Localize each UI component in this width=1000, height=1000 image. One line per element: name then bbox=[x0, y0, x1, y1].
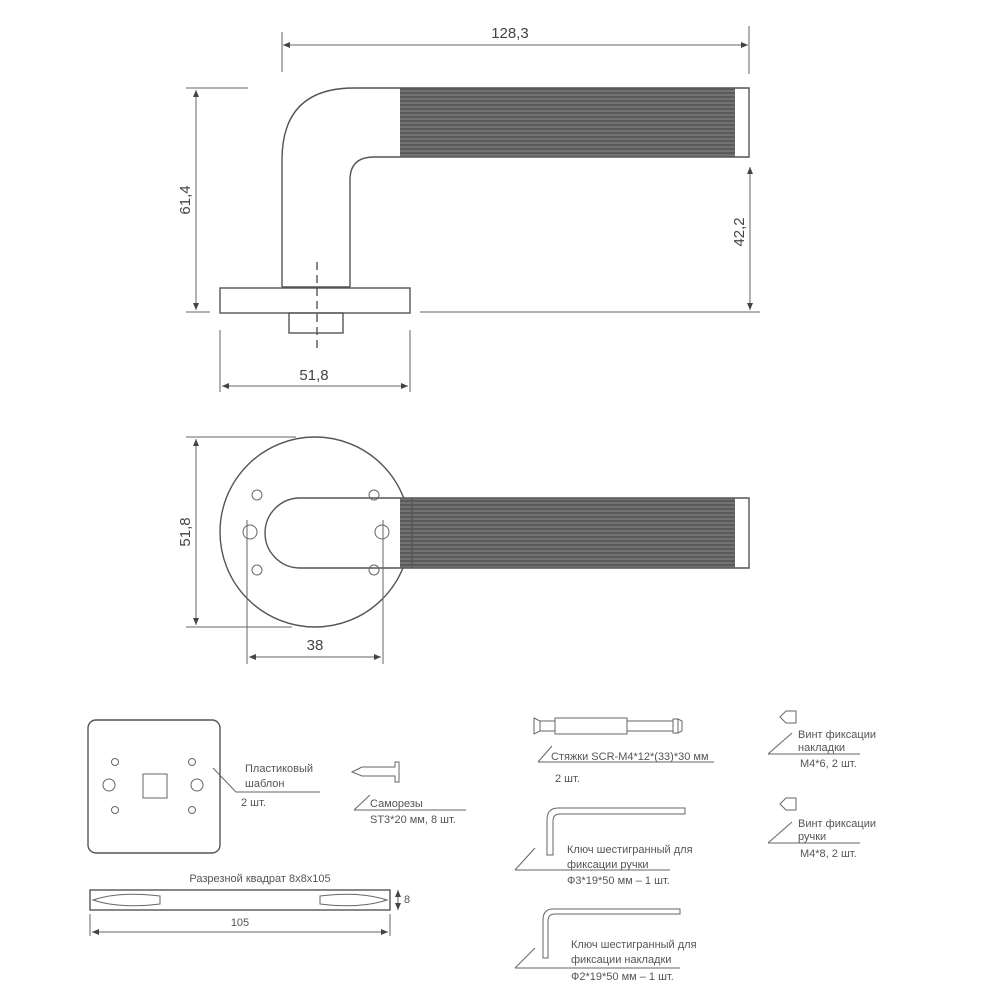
template-label-2: шаблон bbox=[245, 778, 284, 790]
screws-label: Саморезы bbox=[370, 798, 423, 810]
template-qty: 2 шт. bbox=[241, 797, 266, 809]
screws-spec: ST3*20 мм, 8 шт. bbox=[370, 814, 456, 826]
dim-label-38: 38 bbox=[307, 637, 324, 654]
bolts-label: Стяжки SCR-M4*12*(33)*30 мм bbox=[551, 751, 709, 763]
hex-key-small-label-1: Ключ шестигранный для bbox=[571, 939, 697, 951]
set-screw-rose-spec: М4*6, 2 шт. bbox=[800, 758, 857, 770]
spindle-height: 8 bbox=[404, 894, 410, 906]
knurled-grip bbox=[400, 88, 735, 157]
rose-circle bbox=[219, 436, 411, 628]
set-screw-handle-spec: М4*8, 2 шт. bbox=[800, 848, 857, 860]
hex-key-large-label-2: фиксации ручки bbox=[567, 859, 649, 871]
set-screw-rose: Винт фиксации накладки М4*6, 2 шт. bbox=[767, 710, 876, 770]
dim-overall-length: 128,3 bbox=[281, 25, 750, 74]
set-screw-handle-label-1: Винт фиксации bbox=[798, 818, 876, 830]
set-screw-rose-label-2: накладки bbox=[798, 742, 845, 754]
dim-rose-diameter-top: 51,8 bbox=[177, 436, 296, 628]
dim-rose-diameter-side: 51,8 bbox=[219, 330, 411, 392]
spindle-stub bbox=[288, 312, 344, 334]
lever-top-outline bbox=[264, 497, 750, 569]
split-spindle: Разрезной квадрат 8х8х105 8 105 bbox=[89, 873, 410, 936]
hex-key-small-spec: Ф2*19*50 мм – 1 шт. bbox=[571, 971, 674, 983]
side-view: 128,3 61,4 42,2 51,8 bbox=[177, 25, 760, 392]
plastic-template: Пластиковый шаблон 2 шт. bbox=[87, 719, 320, 854]
hex-key-small-label-2: фиксации накладки bbox=[571, 954, 671, 966]
dim-overall-height: 61,4 bbox=[177, 87, 248, 313]
lever-outline bbox=[281, 87, 750, 287]
hex-key-large-spec: Ф3*19*50 мм – 1 шт. bbox=[567, 875, 670, 887]
rose-holes bbox=[242, 489, 390, 576]
rose-side bbox=[219, 287, 411, 314]
dim-label-61: 61,4 bbox=[177, 185, 194, 214]
spindle-title: Разрезной квадрат 8х8х105 bbox=[189, 873, 330, 885]
set-screw-handle: Винт фиксации ручки М4*8, 2 шт. bbox=[767, 797, 876, 860]
dim-lever-height: 42,2 bbox=[420, 167, 760, 313]
spindle-length: 105 bbox=[231, 917, 249, 929]
knurled-grip-top bbox=[400, 498, 735, 568]
hex-key-small: Ключ шестигранный для фиксации накладки … bbox=[514, 908, 697, 983]
hex-key-large: Ключ шестигранный для фиксации ручки Ф3*… bbox=[514, 807, 693, 887]
top-view: 51,8 38 bbox=[177, 436, 750, 664]
template-label-1: Пластиковый bbox=[245, 763, 313, 775]
connecting-bolts: Стяжки SCR-M4*12*(33)*30 мм 2 шт. bbox=[533, 717, 714, 785]
dim-label-51-side: 51,8 bbox=[299, 367, 328, 384]
set-screw-handle-label-2: ручки bbox=[798, 831, 826, 843]
dim-hole-spacing: 38 bbox=[246, 520, 384, 664]
wood-screw: Саморезы ST3*20 мм, 8 шт. bbox=[350, 761, 466, 826]
dim-label-42: 42,2 bbox=[731, 217, 748, 246]
bolts-qty: 2 шт. bbox=[555, 773, 580, 785]
dim-label-128: 128,3 bbox=[491, 25, 529, 42]
hex-key-large-label-1: Ключ шестигранный для bbox=[567, 844, 693, 856]
set-screw-rose-label-1: Винт фиксации bbox=[798, 729, 876, 741]
dim-label-51-top: 51,8 bbox=[177, 517, 194, 546]
